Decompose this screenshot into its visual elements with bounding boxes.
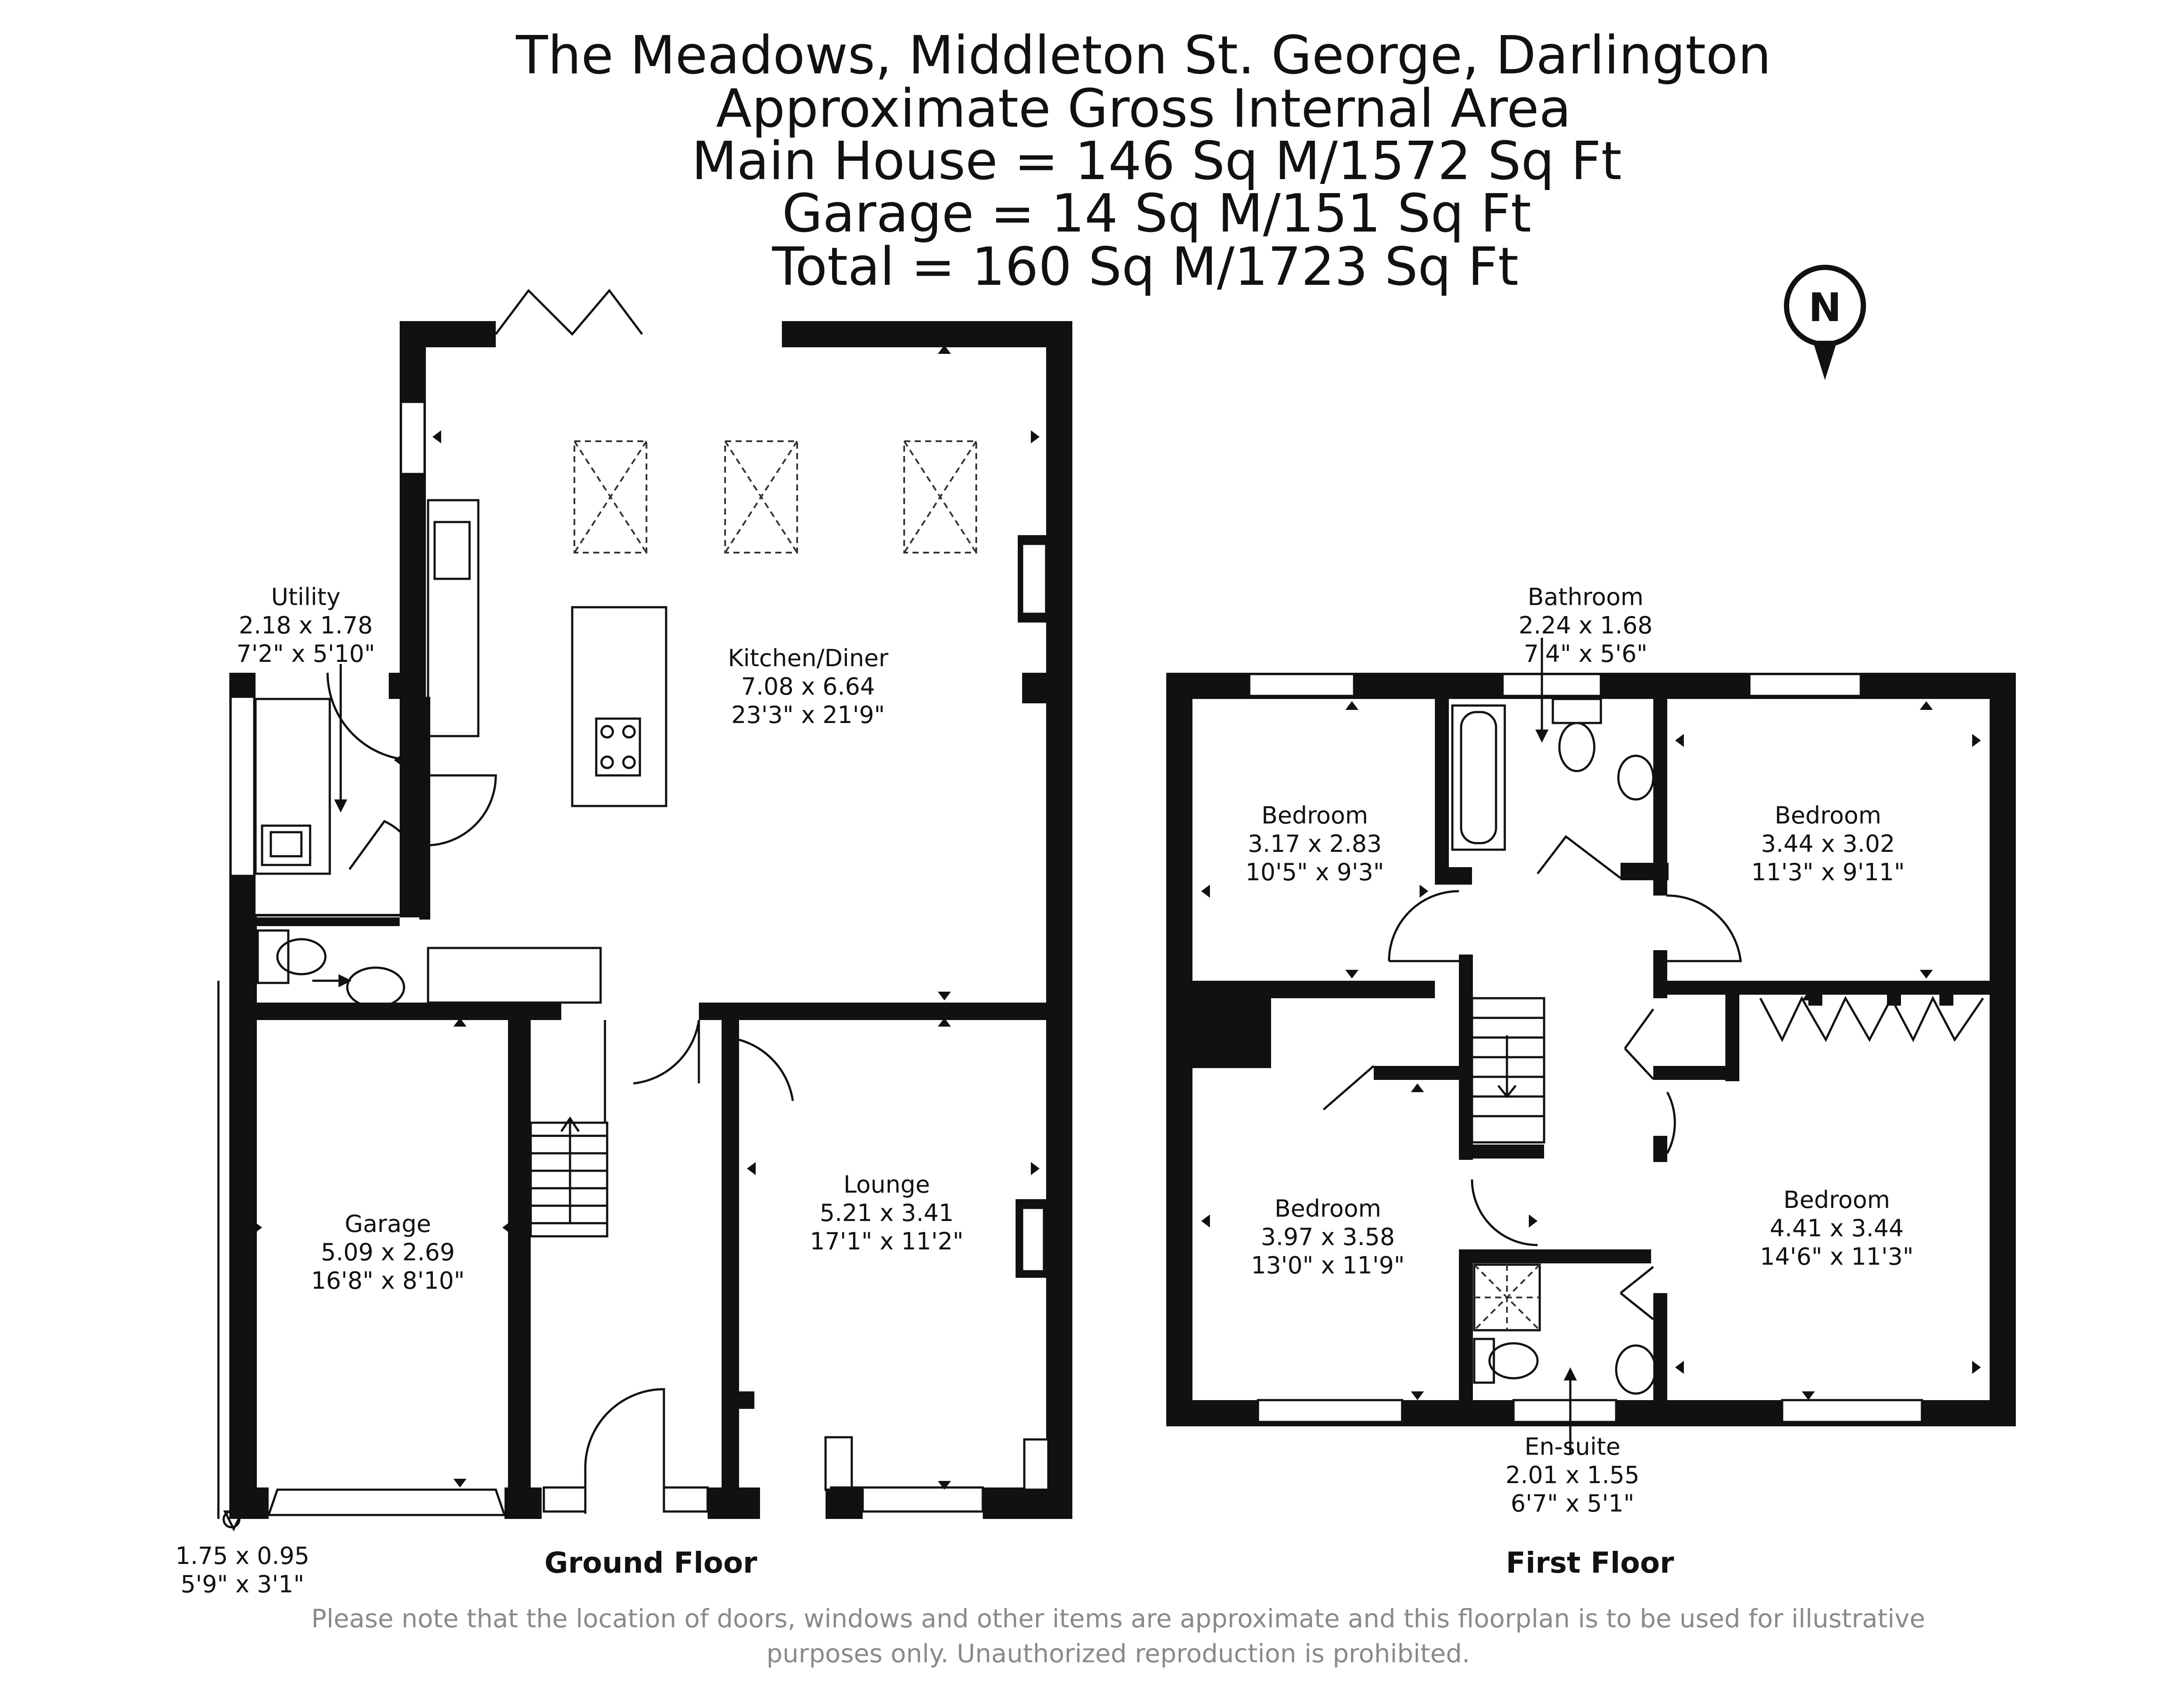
room-label-bedroom-ne: Bedroom 3.44 x 3.02 11'3" x 9'11" bbox=[1751, 802, 1905, 886]
bedroom-sw-name: Bedroom bbox=[1275, 1195, 1381, 1222]
room-label-lounge: Lounge 5.21 x 3.41 17'1" x 11'2" bbox=[810, 1171, 964, 1255]
compass-letter: N bbox=[1808, 285, 1841, 331]
room-label-bathroom: Bathroom 2.24 x 1.68 7'4" x 5'6" bbox=[1519, 583, 1653, 668]
room-label-ensuite: En-suite 2.01 x 1.55 6'7" x 5'1" bbox=[1506, 1433, 1640, 1517]
bedroom-nw-imperial: 10'5" x 9'3" bbox=[1245, 858, 1384, 886]
ground-floor-plan bbox=[217, 288, 1072, 1532]
north-compass-icon: N bbox=[1784, 265, 1866, 380]
first-floor-plan bbox=[1166, 638, 2016, 1455]
first-floor-label: First Floor bbox=[1506, 1546, 1674, 1580]
room-label-bedroom-se: Bedroom 4.41 x 3.44 14'6" x 11'3" bbox=[1760, 1186, 1914, 1270]
garage-name: Garage bbox=[345, 1210, 431, 1238]
lounge-metric: 5.21 x 3.41 bbox=[820, 1199, 954, 1227]
bedroom-nw-metric: 3.17 x 2.83 bbox=[1248, 830, 1382, 858]
bedroom-se-name: Bedroom bbox=[1783, 1186, 1890, 1214]
room-label-cupboard: 1.75 x 0.95 5'9" x 3'1" bbox=[176, 1542, 310, 1598]
lounge-name: Lounge bbox=[843, 1171, 930, 1198]
utility-name: Utility bbox=[271, 583, 341, 611]
bedroom-ne-metric: 3.44 x 3.02 bbox=[1761, 830, 1895, 858]
kitchen-name: Kitchen/Diner bbox=[728, 644, 888, 672]
header-garage-area: Garage = 14 Sq M/151 Sq Ft bbox=[782, 183, 1531, 244]
kitchen-imperial: 23'3" x 21'9" bbox=[731, 701, 885, 729]
disclaimer-line-1: Please note that the location of doors, … bbox=[311, 1604, 1925, 1633]
ensuite-name: En-suite bbox=[1524, 1433, 1621, 1460]
header-main-house-area: Main House = 146 Sq M/1572 Sq Ft bbox=[691, 131, 1621, 192]
header-title: The Meadows, Middleton St. George, Darli… bbox=[515, 25, 1771, 86]
bathroom-imperial: 7'4" x 5'6" bbox=[1524, 640, 1647, 668]
bedroom-sw-metric: 3.97 x 3.58 bbox=[1261, 1223, 1395, 1251]
utility-metric: 2.18 x 1.78 bbox=[239, 612, 373, 639]
bathroom-metric: 2.24 x 1.68 bbox=[1519, 612, 1653, 639]
bedroom-sw-imperial: 13'0" x 11'9" bbox=[1251, 1252, 1405, 1279]
room-label-garage: Garage 5.09 x 2.69 16'8" x 8'10" bbox=[311, 1210, 465, 1294]
kitchen-metric: 7.08 x 6.64 bbox=[741, 673, 875, 700]
garage-metric: 5.09 x 2.69 bbox=[321, 1238, 455, 1266]
bedroom-nw-name: Bedroom bbox=[1261, 802, 1368, 829]
utility-imperial: 7'2" x 5'10" bbox=[236, 640, 375, 668]
bedroom-se-imperial: 14'6" x 11'3" bbox=[1760, 1243, 1914, 1270]
ensuite-metric: 2.01 x 1.55 bbox=[1506, 1461, 1640, 1489]
ensuite-imperial: 6'7" x 5'1" bbox=[1510, 1490, 1634, 1517]
header: The Meadows, Middleton St. George, Darli… bbox=[515, 25, 1771, 297]
bedroom-ne-imperial: 11'3" x 9'11" bbox=[1751, 858, 1905, 886]
room-label-bedroom-nw: Bedroom 3.17 x 2.83 10'5" x 9'3" bbox=[1245, 802, 1384, 886]
header-area-heading: Approximate Gross Internal Area bbox=[716, 79, 1571, 139]
bedroom-se-metric: 4.41 x 3.44 bbox=[1770, 1214, 1904, 1242]
disclaimer-line-2: purposes only. Unauthorized reproduction… bbox=[767, 1639, 1470, 1668]
lounge-imperial: 17'1" x 11'2" bbox=[810, 1228, 964, 1255]
bathroom-name: Bathroom bbox=[1527, 583, 1643, 611]
cupboard-imperial: 5'9" x 3'1" bbox=[180, 1570, 304, 1598]
bedroom-ne-name: Bedroom bbox=[1775, 802, 1881, 829]
room-label-bedroom-sw: Bedroom 3.97 x 3.58 13'0" x 11'9" bbox=[1251, 1195, 1405, 1279]
cupboard-metric: 1.75 x 0.95 bbox=[176, 1542, 310, 1570]
room-label-kitchen: Kitchen/Diner 7.08 x 6.64 23'3" x 21'9" bbox=[728, 644, 888, 729]
header-total-area: Total = 160 Sq M/1723 Sq Ft bbox=[772, 237, 1519, 297]
room-label-utility: Utility 2.18 x 1.78 7'2" x 5'10" bbox=[236, 583, 375, 668]
ground-floor-label: Ground Floor bbox=[544, 1546, 757, 1580]
garage-imperial: 16'8" x 8'10" bbox=[311, 1267, 465, 1294]
